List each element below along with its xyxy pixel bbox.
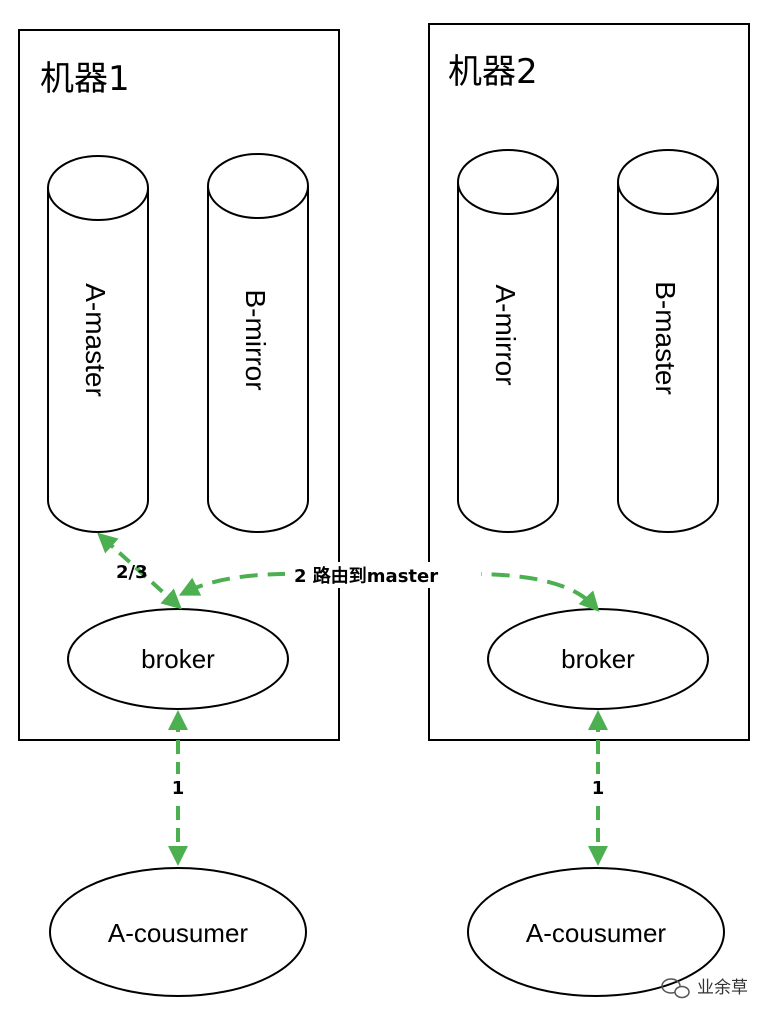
cylinder-a-mirror: A-mirror xyxy=(457,149,559,533)
broker-1: broker xyxy=(67,608,289,710)
cylinder-a-master: A-master xyxy=(47,155,149,533)
broker-2: broker xyxy=(487,608,709,710)
watermark-text: 业余草 xyxy=(697,978,748,998)
consumer-1: A-cousumer xyxy=(49,867,307,997)
arrow-broker2-consumer2-label: 1 xyxy=(592,778,605,799)
arrow-route-to-master: 2 路由到master xyxy=(178,562,600,612)
watermark: 业余草 xyxy=(661,978,748,999)
cylinder-b-master-label: B-master xyxy=(650,281,681,395)
broker-2-label: broker xyxy=(561,644,635,674)
machine-2-title: 机器2 xyxy=(448,52,538,92)
arrow-master-broker: 2/3 xyxy=(97,532,182,610)
arrow-broker1-consumer1: 1 xyxy=(166,710,190,866)
arrow-master-broker-label: 2/3 xyxy=(116,562,148,583)
consumer-1-label: A-cousumer xyxy=(108,918,248,948)
machine-1-title: 机器1 xyxy=(40,59,130,99)
consumer-2-label: A-cousumer xyxy=(526,918,666,948)
wechat-icon xyxy=(661,978,690,999)
cylinder-a-master-label: A-master xyxy=(80,283,111,397)
consumer-2: A-cousumer xyxy=(467,867,725,997)
cylinder-b-master: B-master xyxy=(617,149,719,533)
broker-1-label: broker xyxy=(141,644,215,674)
cylinder-a-mirror-label: A-mirror xyxy=(490,284,521,385)
arrow-broker2-consumer2: 1 xyxy=(586,710,610,866)
arrow-route-to-master-label: 2 路由到master xyxy=(294,565,438,587)
cylinder-b-mirror: B-mirror xyxy=(207,153,309,533)
arrow-broker1-consumer1-label: 1 xyxy=(172,778,185,799)
cylinder-b-mirror-label: B-mirror xyxy=(240,289,271,390)
